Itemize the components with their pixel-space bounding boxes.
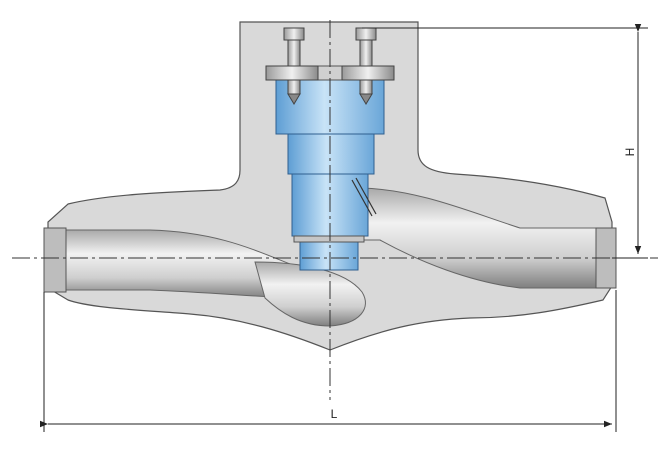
outlet-bore (361, 187, 601, 289)
disc-pin-2 (355, 177, 377, 215)
disc-guide (287, 133, 375, 175)
valve-seat (293, 235, 365, 243)
bonnet-bolt-right (341, 27, 395, 105)
h-dimension-label: H (623, 148, 637, 157)
bonnet-bolt-left (265, 27, 319, 105)
disc-pin (351, 179, 373, 217)
inlet-end-ring (43, 227, 67, 293)
l-dimension-label: L (331, 407, 338, 421)
